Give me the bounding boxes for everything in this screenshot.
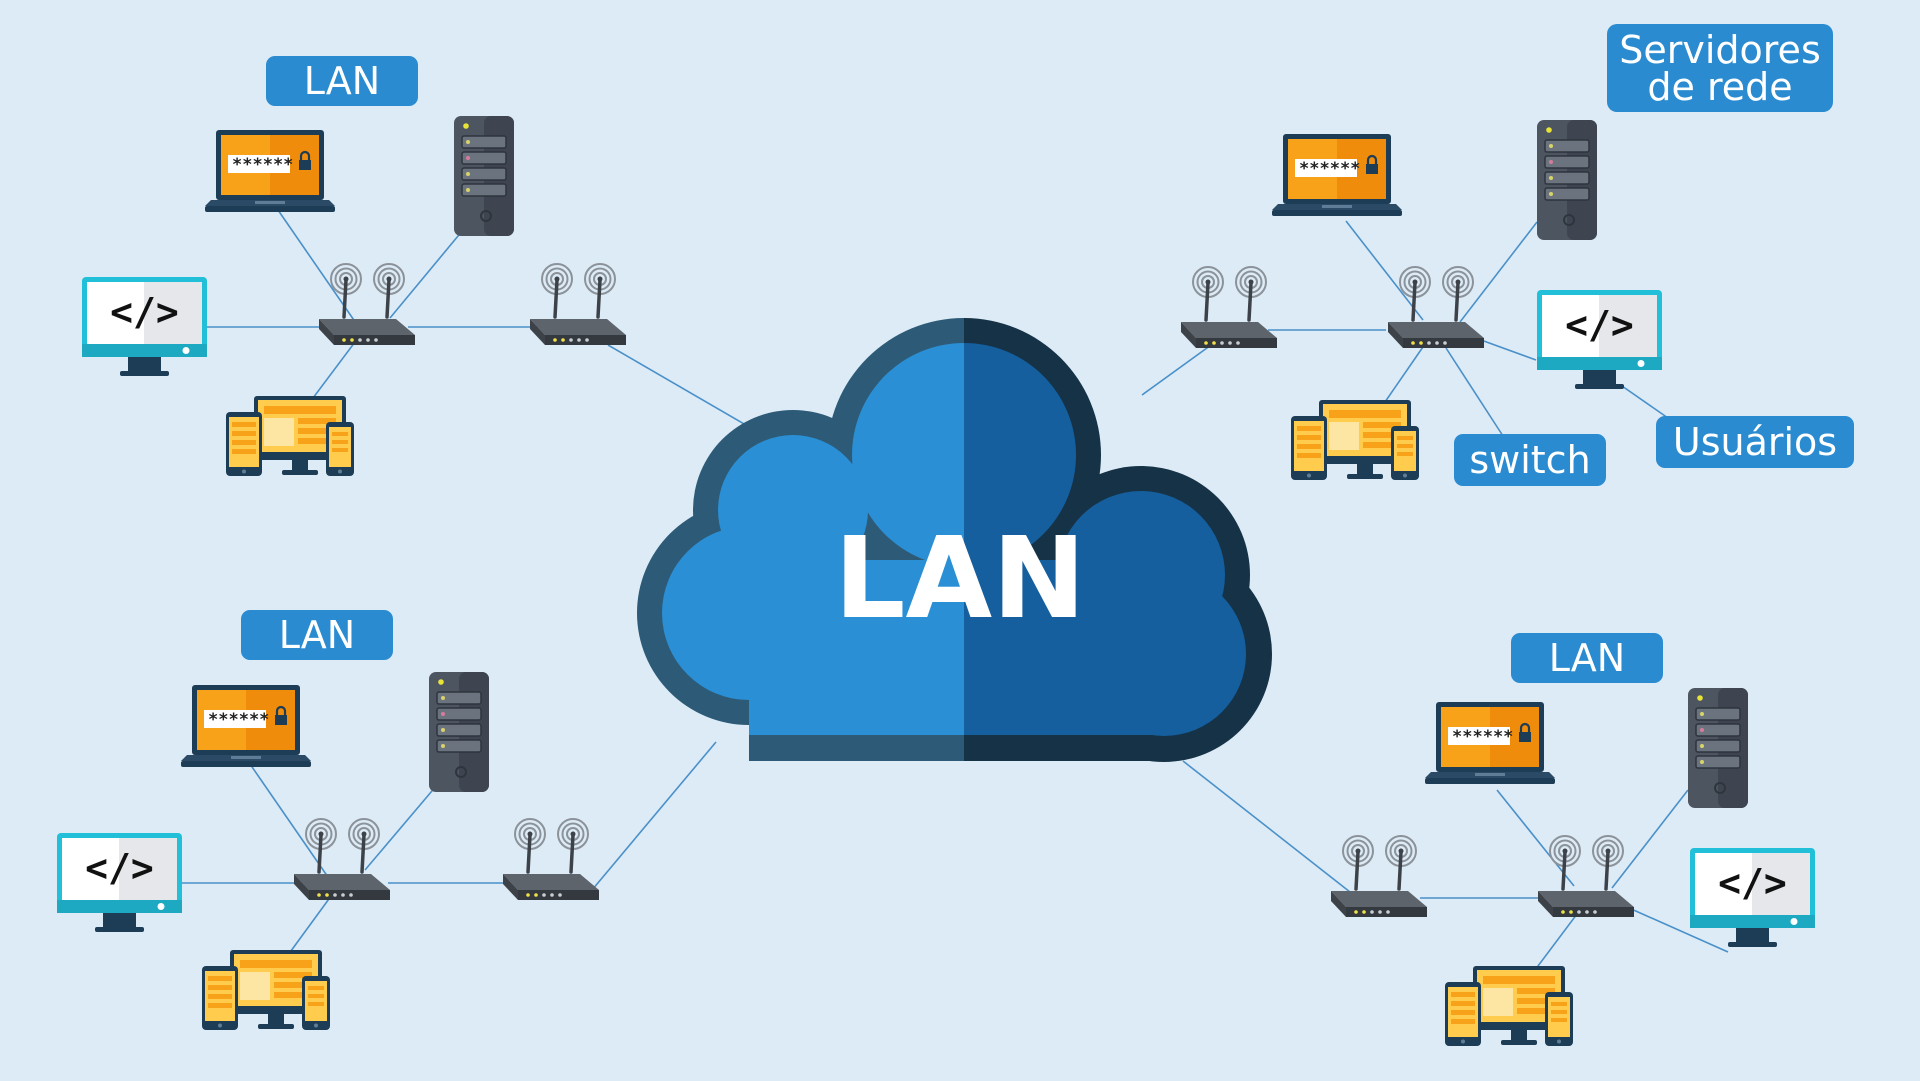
multi-device-icon: [1445, 966, 1573, 1046]
label-lan-bottom-right: LAN: [1511, 633, 1663, 683]
svg-text:switch: switch: [1469, 438, 1590, 482]
svg-text:de rede: de rede: [1647, 65, 1792, 109]
laptop-icon: [181, 685, 311, 769]
monitor-icon: [1537, 290, 1662, 389]
label-servidores-de-rede: Servidores de rede: [1607, 24, 1833, 112]
switch-icon: [1386, 265, 1485, 350]
server-icon: [1688, 688, 1748, 808]
svg-text:LAN: LAN: [304, 59, 380, 103]
switch-icon: [501, 817, 600, 902]
switch-icon: [528, 262, 627, 347]
laptop-icon: [1425, 702, 1555, 786]
svg-text:LAN: LAN: [1549, 636, 1625, 680]
svg-text:Usuários: Usuários: [1673, 420, 1837, 464]
multi-device-icon: [1291, 400, 1419, 480]
label-switch: switch: [1454, 434, 1606, 486]
connection-lines: [180, 209, 1729, 971]
server-icon: [454, 116, 514, 236]
svg-text:LAN: LAN: [279, 613, 355, 657]
monitor-icon: [82, 277, 207, 376]
cloud-icon: LAN: [637, 318, 1272, 762]
monitor-icon: [1690, 848, 1815, 947]
switch-icon: [292, 817, 391, 902]
laptop-icon: [205, 130, 335, 214]
label-lan-top-left: LAN: [266, 56, 418, 106]
label-usuarios: Usuários: [1656, 416, 1854, 468]
server-icon: [429, 672, 489, 792]
multi-device-icon: [226, 396, 354, 476]
lan-group-bottom-right: [1329, 688, 1815, 1046]
label-lan-bottom-left: LAN: [241, 610, 393, 660]
server-icon: [1537, 120, 1597, 240]
laptop-icon: [1272, 134, 1402, 218]
switch-icon: [1329, 834, 1428, 919]
lan-group-bottom-left: [57, 672, 600, 1030]
lan-group-top-right: [1179, 120, 1662, 480]
switch-icon: [1179, 265, 1278, 350]
multi-device-icon: [202, 950, 330, 1030]
cloud-label: LAN: [834, 514, 1086, 644]
lan-group-top-left: [82, 116, 627, 476]
svg-text:Servidores: Servidores: [1619, 28, 1821, 72]
monitor-icon: [57, 833, 182, 932]
switch-icon: [1536, 834, 1635, 919]
